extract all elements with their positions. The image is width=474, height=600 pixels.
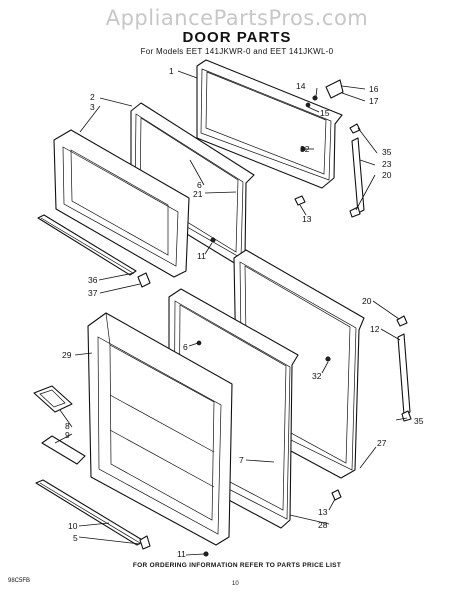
callout-29: 29	[62, 350, 72, 360]
callout-20b: 20	[362, 296, 372, 306]
callout-5: 5	[73, 533, 78, 543]
leader-lines	[54, 70, 408, 556]
callout-35b: 35	[414, 416, 424, 426]
shelf-divider-drawing	[33, 385, 73, 413]
callout-14: 14	[296, 81, 306, 91]
freezer-trim-drawing	[37, 214, 137, 276]
callout-27: 27	[377, 438, 387, 448]
callout-15: 15	[320, 108, 330, 118]
shelf-bracket-drawing	[41, 435, 86, 465]
callout-3: 3	[90, 102, 95, 112]
callout-21: 21	[193, 189, 203, 199]
callout-2: 2	[90, 92, 95, 102]
hardware-drawing	[137, 79, 412, 557]
ordering-info: FOR ORDERING INFORMATION REFER TO PARTS …	[132, 562, 342, 569]
page-number: 10	[232, 581, 239, 587]
model-subtitle: For Models EET 141JKWR-0 and EET 141JKWL…	[140, 47, 334, 56]
document-id: 98C5FB	[8, 578, 31, 584]
callout-36: 36	[88, 275, 98, 285]
callout-9: 9	[65, 430, 70, 440]
callout-labels: 1 2 3 6 6 8 9 10 11 11 13 13 14 15 16 17…	[62, 66, 424, 559]
callout-28: 28	[318, 520, 328, 530]
callout-32b: 32	[312, 371, 322, 381]
callout-35a: 35	[382, 147, 392, 157]
callout-37: 37	[88, 288, 98, 298]
fresh-outer-drawing	[87, 312, 233, 546]
callout-17: 17	[369, 96, 379, 106]
page-title: DOOR PARTS	[182, 29, 292, 46]
callout-7: 7	[239, 455, 244, 465]
callout-23: 23	[382, 159, 392, 169]
callout-12: 12	[370, 324, 380, 334]
callout-11a: 11	[197, 251, 206, 261]
callout-13b: 13	[318, 507, 328, 517]
callout-16: 16	[369, 84, 379, 94]
freezer-gasket-drawing	[196, 59, 343, 189]
callout-32a: 32	[300, 144, 310, 154]
callout-10: 10	[68, 521, 78, 531]
callout-8: 8	[65, 421, 70, 431]
freezer-outer-drawing	[53, 129, 190, 278]
callout-6a: 6	[197, 180, 202, 190]
callout-1: 1	[169, 66, 174, 76]
callout-11b: 11	[177, 549, 186, 559]
callout-20a: 20	[382, 170, 392, 180]
watermark: AppliancePartsPros.com	[105, 6, 369, 30]
callout-13a: 13	[302, 214, 312, 224]
callout-6b: 6	[183, 342, 188, 352]
